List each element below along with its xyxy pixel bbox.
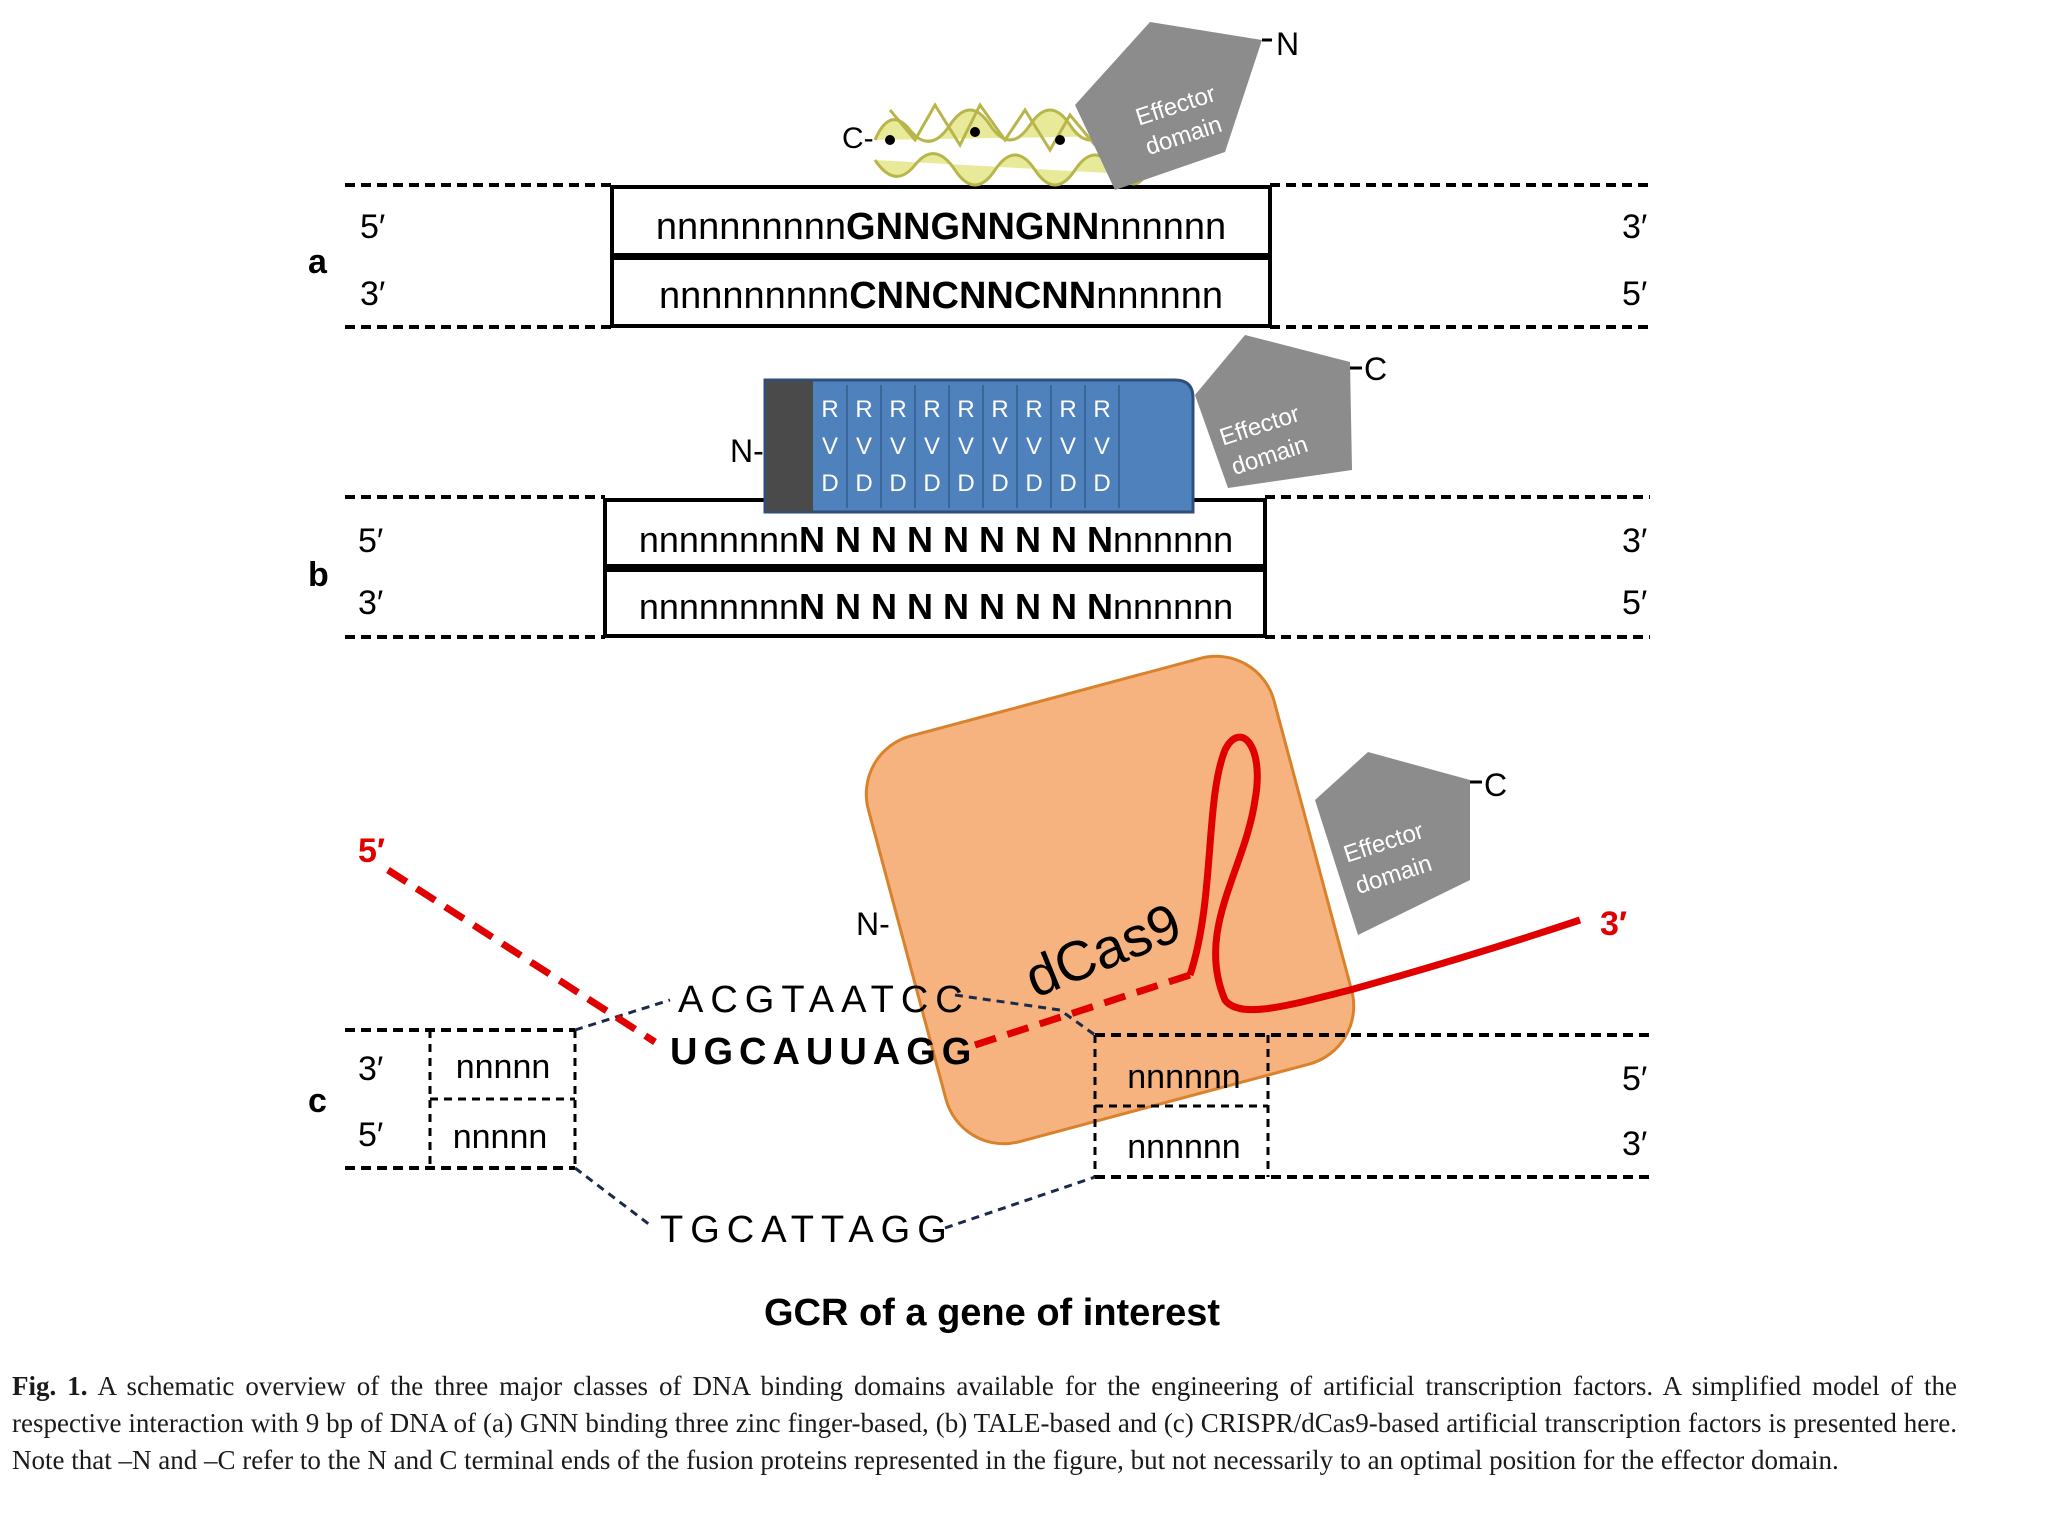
- rvd-letter: V: [992, 433, 1008, 460]
- rvd-letter: V: [958, 433, 974, 460]
- c-terminus-label: C: [1484, 767, 1507, 803]
- rvd-letter: V: [924, 433, 940, 460]
- rvd-letter: V: [1094, 433, 1110, 460]
- rvd-letter: V: [822, 433, 838, 460]
- rvd-letter: R: [1059, 396, 1076, 423]
- rvd-letter: R: [855, 396, 872, 423]
- n-terminus-label: N: [1276, 26, 1299, 62]
- n-terminus-label: N-: [730, 433, 764, 469]
- rvd-letter: R: [923, 396, 940, 423]
- top-strand-left-label: 5′: [358, 522, 383, 560]
- rvd-letter: V: [1026, 433, 1042, 460]
- sgrna-scaffold-dashed: [973, 971, 1192, 1049]
- rvd-letter: R: [821, 396, 838, 423]
- rvd-letter: D: [923, 470, 940, 497]
- effector-domain: Effector domain: [1195, 335, 1362, 488]
- right-bottom-label: 3′: [1622, 1125, 1647, 1163]
- connector-line: [574, 1166, 651, 1227]
- panel-c-title: GCR of a gene of interest: [764, 1292, 1220, 1334]
- bottom-strand-right-label: 5′: [1622, 584, 1647, 622]
- effector-domain: Effector domain: [1075, 22, 1272, 190]
- rvd-letter: R: [889, 396, 906, 423]
- left-box-bottom-seq: nnnnn: [453, 1118, 548, 1156]
- rvd-letter: D: [991, 470, 1008, 497]
- bottom-strand-right-label: 5′: [1622, 275, 1647, 313]
- rvd-letter: D: [957, 470, 974, 497]
- left-box-top-seq: nnnnn: [456, 1048, 551, 1086]
- c-terminus-label: C: [1364, 351, 1387, 387]
- right-box-top-seq: nnnnnn: [1127, 1058, 1240, 1096]
- caption-label: Fig. 1.: [12, 1371, 88, 1401]
- panel-label: a: [308, 243, 328, 281]
- sgrna-5prime-tail: [386, 867, 657, 1045]
- bottom-strand-box: [610, 256, 1272, 328]
- connector-line: [954, 993, 1096, 1037]
- rvd-letter: R: [1025, 396, 1042, 423]
- n-terminal-region: [766, 381, 813, 511]
- top-strand-left-label: 5′: [360, 208, 385, 246]
- rvd-letter: D: [889, 470, 906, 497]
- top-strand-right-label: 3′: [1622, 522, 1647, 560]
- caption-text: A schematic overview of the three major …: [12, 1371, 1957, 1475]
- panel-c: nnnnn nnnnn 3′ 5′ c dCas9 N- nnnnnn nnnn…: [308, 654, 1650, 1334]
- guide-rna-sequence: UGCAUUAGG: [670, 1031, 977, 1073]
- right-box-bottom-seq: nnnnnn: [1127, 1128, 1240, 1166]
- connector-line: [944, 1175, 1096, 1230]
- top-strand-box: [610, 185, 1272, 257]
- c-terminus-label: C-: [842, 122, 874, 155]
- panel-label: b: [308, 556, 329, 594]
- rna-3prime-label: 3′: [1600, 905, 1627, 943]
- rvd-letter: V: [856, 433, 872, 460]
- bottom-strand-box: [603, 568, 1267, 638]
- panel-b: nnnnnnnnN N N N N N N N Nnnnnnn nnnnnnnn…: [308, 335, 1650, 639]
- left-top-label: 3′: [358, 1050, 383, 1088]
- figure-caption: Fig. 1.A schematic overview of the three…: [12, 1368, 1957, 1479]
- rvd-letter: D: [855, 470, 872, 497]
- rvd-letter: V: [890, 433, 906, 460]
- rvd-letter: D: [1093, 470, 1110, 497]
- rvd-letter: D: [1025, 470, 1042, 497]
- connector-line: [574, 998, 671, 1032]
- sgrna-scaffold: [1186, 733, 1582, 1014]
- top-strand-sequence: nnnnnnnnnGNNGNNGNNnnnnnn: [656, 206, 1226, 248]
- bottom-strand-sequence: nnnnnnnnN N N N N N N N Nnnnnnn: [639, 586, 1233, 627]
- rvd-letter: R: [991, 396, 1008, 423]
- rvd-letter: V: [1060, 433, 1076, 460]
- panel-label: c: [308, 1082, 327, 1120]
- target-dna-sequence: ACGTAATCC: [678, 979, 970, 1021]
- bottom-strand-sequence: nnnnnnnnnCNNCNNCNNnnnnnn: [659, 275, 1223, 317]
- bottom-strand-left-label: 3′: [360, 275, 385, 313]
- panel-a: nnnnnnnnnGNNGNNGNNnnnnnn nnnnnnnnnCNNCNN…: [308, 22, 1650, 329]
- rvd-letter: R: [1093, 396, 1110, 423]
- rna-5prime-label: 5′: [358, 832, 385, 870]
- effector-domain: Effector domain: [1315, 752, 1482, 935]
- rvd-letter: D: [1059, 470, 1076, 497]
- dcas9-protein: [864, 654, 1356, 1146]
- rvd-letter: R: [957, 396, 974, 423]
- rvd-letter: D: [821, 470, 838, 497]
- left-bottom-label: 5′: [358, 1116, 383, 1154]
- right-top-label: 5′: [1622, 1060, 1647, 1098]
- nontarget-dna-sequence: TGCATTAGG: [660, 1209, 954, 1251]
- bottom-strand-left-label: 3′: [358, 584, 383, 622]
- n-terminus-label: N-: [856, 906, 890, 942]
- top-strand-sequence: nnnnnnnnN N N N N N N N Nnnnnnn: [639, 519, 1233, 560]
- top-strand-right-label: 3′: [1622, 208, 1647, 246]
